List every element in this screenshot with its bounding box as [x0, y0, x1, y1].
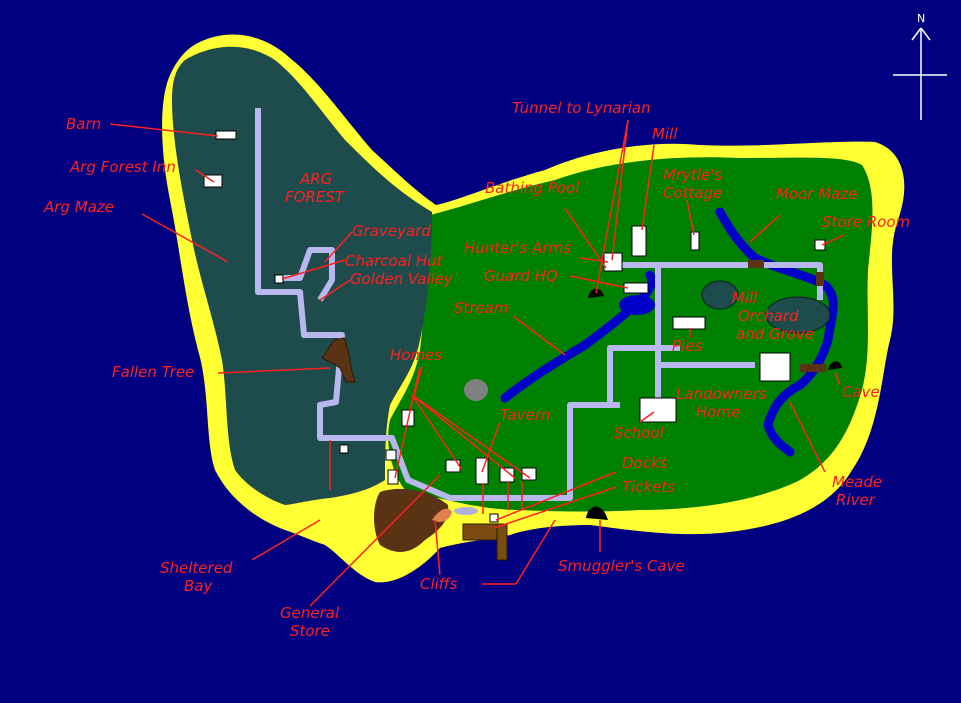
home-4-building [445, 459, 461, 473]
cliffs-area [374, 488, 449, 552]
label-store-room: Store Room [822, 213, 910, 231]
buildings [203, 130, 826, 523]
label-docks: Docks [622, 454, 668, 472]
label-charcoal-hut: Charcoal Hut [345, 252, 444, 270]
label-mill-mid: Mill [732, 289, 758, 307]
label-moor-maze: Moor Maze [776, 185, 857, 203]
label-orchard-line2: and Grove [736, 325, 814, 343]
fallen-tree-icon [321, 337, 356, 383]
label-tickets: Tickets [622, 478, 675, 496]
label-stream: Stream [454, 299, 509, 317]
label-guard-hq: Guard HQ [484, 267, 558, 285]
label-cliffs: Cliffs [420, 575, 458, 593]
barn-building [215, 130, 237, 140]
label-arg-maze: Arg Maze [43, 198, 114, 216]
label-hunters-arms: Hunter's Arms [464, 239, 571, 257]
label-tavern: Tavern [500, 406, 551, 424]
label-landowners-line1: Landowners [676, 385, 767, 403]
moor-maze-bridge [748, 260, 764, 268]
store-room-building [814, 239, 826, 251]
landowners-home-building [759, 352, 791, 382]
label-arg-forest-inn: Arg Forest Inn [69, 158, 176, 176]
label-golden-valley: Golden Valley [350, 270, 454, 288]
label-mrytles-cottage-line2: Cottage [663, 184, 722, 202]
label-homes: Homes [390, 346, 442, 364]
label-mrytles-cottage-line1: Mrytle's [663, 166, 722, 184]
store-room-bridge [816, 272, 824, 286]
label-tunnel-to-lynarian: Tunnel to Lynarian [512, 99, 651, 117]
grassland [388, 157, 873, 512]
label-pies: Pies [672, 337, 702, 355]
label-sheltered-bay-line1: Sheltered [160, 559, 233, 577]
home-3-building [387, 469, 399, 485]
grey-boulder [464, 379, 488, 401]
compass-north-label: N [917, 12, 925, 25]
guard-hq-building [623, 282, 649, 294]
mill-building [631, 225, 647, 257]
charcoal-hut-building [274, 274, 284, 284]
arg-forest-label-line2: FOREST [285, 188, 346, 206]
label-meade-river-line2: River [836, 491, 876, 509]
label-barn: Barn [66, 115, 101, 133]
mrytles-cottage-building [690, 231, 700, 251]
paths [255, 108, 823, 501]
sheltered-house-building [339, 444, 349, 454]
pies-building [672, 316, 706, 330]
bathing-pool [619, 295, 655, 315]
label-graveyard: Graveyard [352, 222, 431, 240]
cave-icon [828, 361, 842, 370]
arg-forest-label-line1: ARG [299, 170, 332, 188]
label-school: School [614, 424, 665, 442]
home-2-building [385, 449, 397, 461]
label-general-store-line1: General [280, 604, 340, 622]
guard-hq-cave-icon [588, 288, 604, 298]
label-sheltered-bay-line2: Bay [184, 577, 213, 595]
pool-rock [454, 507, 478, 515]
dock-arm [496, 523, 508, 561]
compass [893, 27, 947, 120]
label-smugglers-cave: Smuggler's Cave [558, 557, 685, 575]
tickets-building [489, 513, 499, 523]
label-landowners-line2: Home [696, 403, 740, 421]
label-fallen-tree: Fallen Tree [112, 363, 194, 381]
smugglers-cave-icon [586, 506, 608, 520]
home-6-building [521, 467, 537, 481]
label-general-store-line2: Store [290, 622, 330, 640]
leader-lines [109, 119, 845, 607]
home-5-building [499, 467, 515, 483]
label-meade-river-line1: Meade [832, 473, 882, 491]
mill-pond [701, 280, 739, 310]
label-orchard-line1: Orchard [738, 307, 799, 325]
label-mill-top: Mill [652, 125, 678, 143]
label-bathing-pool: Bathing Pool [485, 179, 580, 197]
stream [500, 270, 657, 403]
cliff-edge [432, 508, 452, 523]
label-cave: Cave [842, 383, 880, 401]
map-labels: Barn Arg Forest Inn Arg Maze Graveyard C… [43, 99, 910, 640]
meade-river [715, 207, 838, 457]
orchard-lake [765, 296, 831, 334]
cave-bridge [800, 364, 826, 372]
